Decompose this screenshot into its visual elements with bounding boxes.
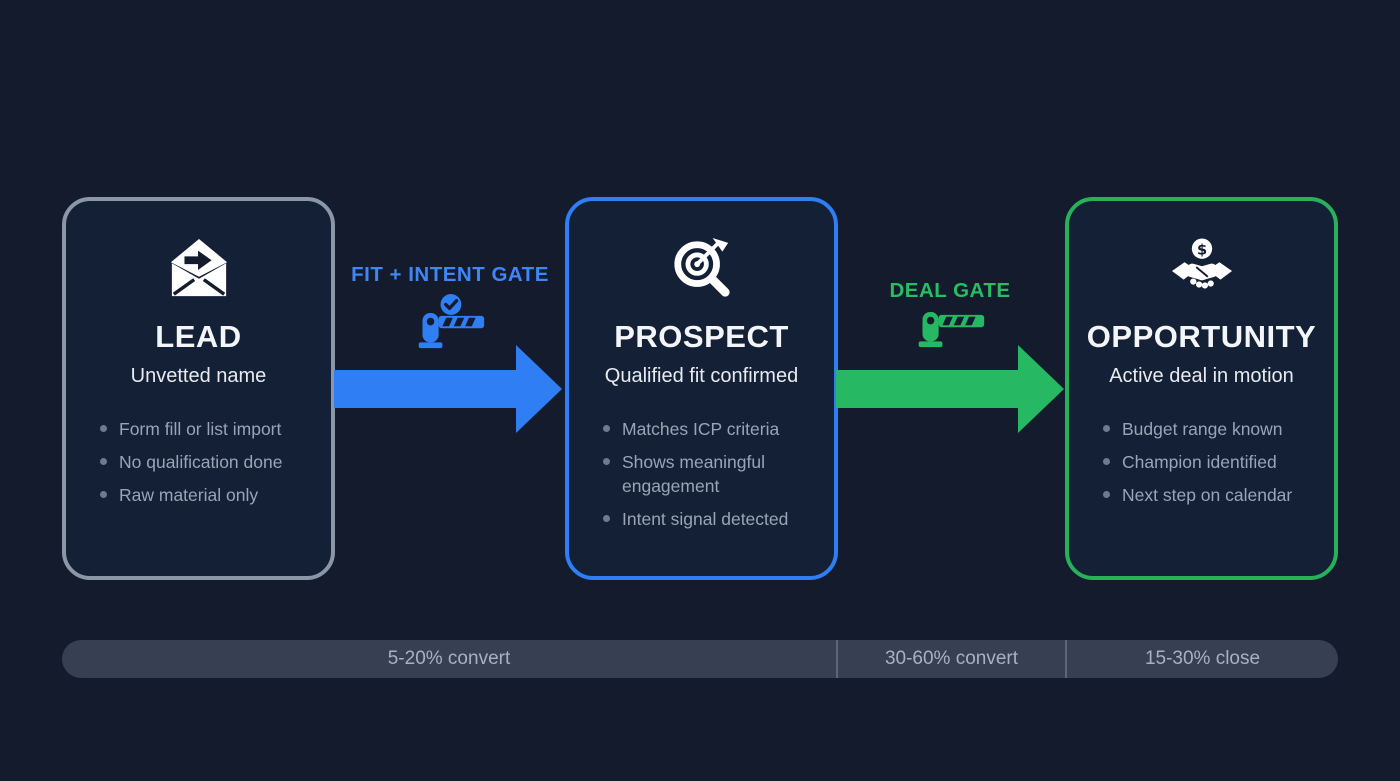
list-item: Champion identified [1103, 450, 1308, 474]
list-item: No qualification done [100, 450, 305, 474]
stage-bullet-list: Form fill or list import No qualificatio… [66, 417, 331, 516]
stage-card-prospect: PROSPECT Qualified fit confirmed Matches… [565, 197, 838, 580]
bullet-text: No qualification done [119, 452, 283, 472]
bullet-text: Matches ICP criteria [622, 419, 780, 439]
metric-segment-lead-to-prospect: 5-20% convert [62, 640, 836, 678]
barrier-icon [913, 310, 987, 357]
list-item: Intent signal detected [603, 507, 808, 531]
bullet-dot-icon [100, 425, 107, 432]
metric-label: 30-60% convert [884, 648, 1019, 669]
target-search-icon [671, 237, 733, 301]
gate-fit-intent: FIT + INTENT GATE [335, 263, 565, 356]
stage-subtitle: Unvetted name [130, 365, 267, 387]
list-item: Budget range known [1103, 417, 1308, 441]
list-item: Shows meaningful engagement [603, 450, 808, 498]
gate-deal: DEAL GATE [835, 279, 1065, 357]
list-item: Form fill or list import [100, 417, 305, 441]
bullet-dot-icon [100, 491, 107, 498]
stage-subtitle: Qualified fit confirmed [604, 365, 799, 387]
stage-card-lead: LEAD Unvetted name Form fill or list imp… [62, 197, 335, 580]
mail-forward-icon [168, 237, 230, 301]
list-item: Matches ICP criteria [603, 417, 808, 441]
bullet-text: Form fill or list import [119, 419, 282, 439]
flow-arrow-blue [334, 345, 562, 433]
conversion-metrics-bar: 5-20% convert 30-60% convert 15-30% clos… [62, 640, 1338, 678]
bullet-text: Next step on calendar [1122, 485, 1293, 505]
bullet-dot-icon [1103, 425, 1110, 432]
gate-label: DEAL GATE [889, 279, 1011, 302]
handshake-dollar-icon: $ [1170, 237, 1234, 301]
bullet-dot-icon [603, 515, 610, 522]
stage-card-opportunity: $ OPPORTUNITY Active deal in motion Budg… [1065, 197, 1338, 580]
metric-label: 15-30% close [1144, 648, 1261, 669]
list-item: Next step on calendar [1103, 483, 1308, 507]
bullet-text: Champion identified [1122, 452, 1277, 472]
flow-arrow-green [836, 345, 1064, 433]
list-item: Raw material only [100, 483, 305, 507]
bullet-text: Budget range known [1122, 419, 1283, 439]
stage-subtitle: Active deal in motion [1109, 365, 1294, 387]
barrier-check-icon [413, 294, 487, 356]
bullet-text: Intent signal detected [622, 509, 789, 529]
stage-bullet-list: Matches ICP criteria Shows meaningful en… [569, 417, 834, 540]
bullet-dot-icon [603, 425, 610, 432]
stage-bullet-list: Budget range known Champion identified N… [1069, 417, 1334, 516]
bullet-dot-icon [603, 458, 610, 465]
bullet-text: Shows meaningful engagement [622, 452, 765, 496]
metric-segment-opportunity-close: 15-30% close [1065, 640, 1338, 678]
metric-segment-prospect-to-opportunity: 30-60% convert [836, 640, 1065, 678]
stage-title: LEAD [155, 319, 242, 354]
svg-text:$: $ [1196, 242, 1206, 258]
bullet-text: Raw material only [119, 485, 259, 505]
stage-title: OPPORTUNITY [1086, 319, 1317, 354]
bullet-dot-icon [1103, 491, 1110, 498]
bullet-dot-icon [1103, 458, 1110, 465]
stage-title: PROSPECT [614, 319, 789, 354]
bullet-dot-icon [100, 458, 107, 465]
gate-label: FIT + INTENT GATE [351, 263, 549, 286]
metric-label: 5-20% convert [387, 648, 511, 669]
